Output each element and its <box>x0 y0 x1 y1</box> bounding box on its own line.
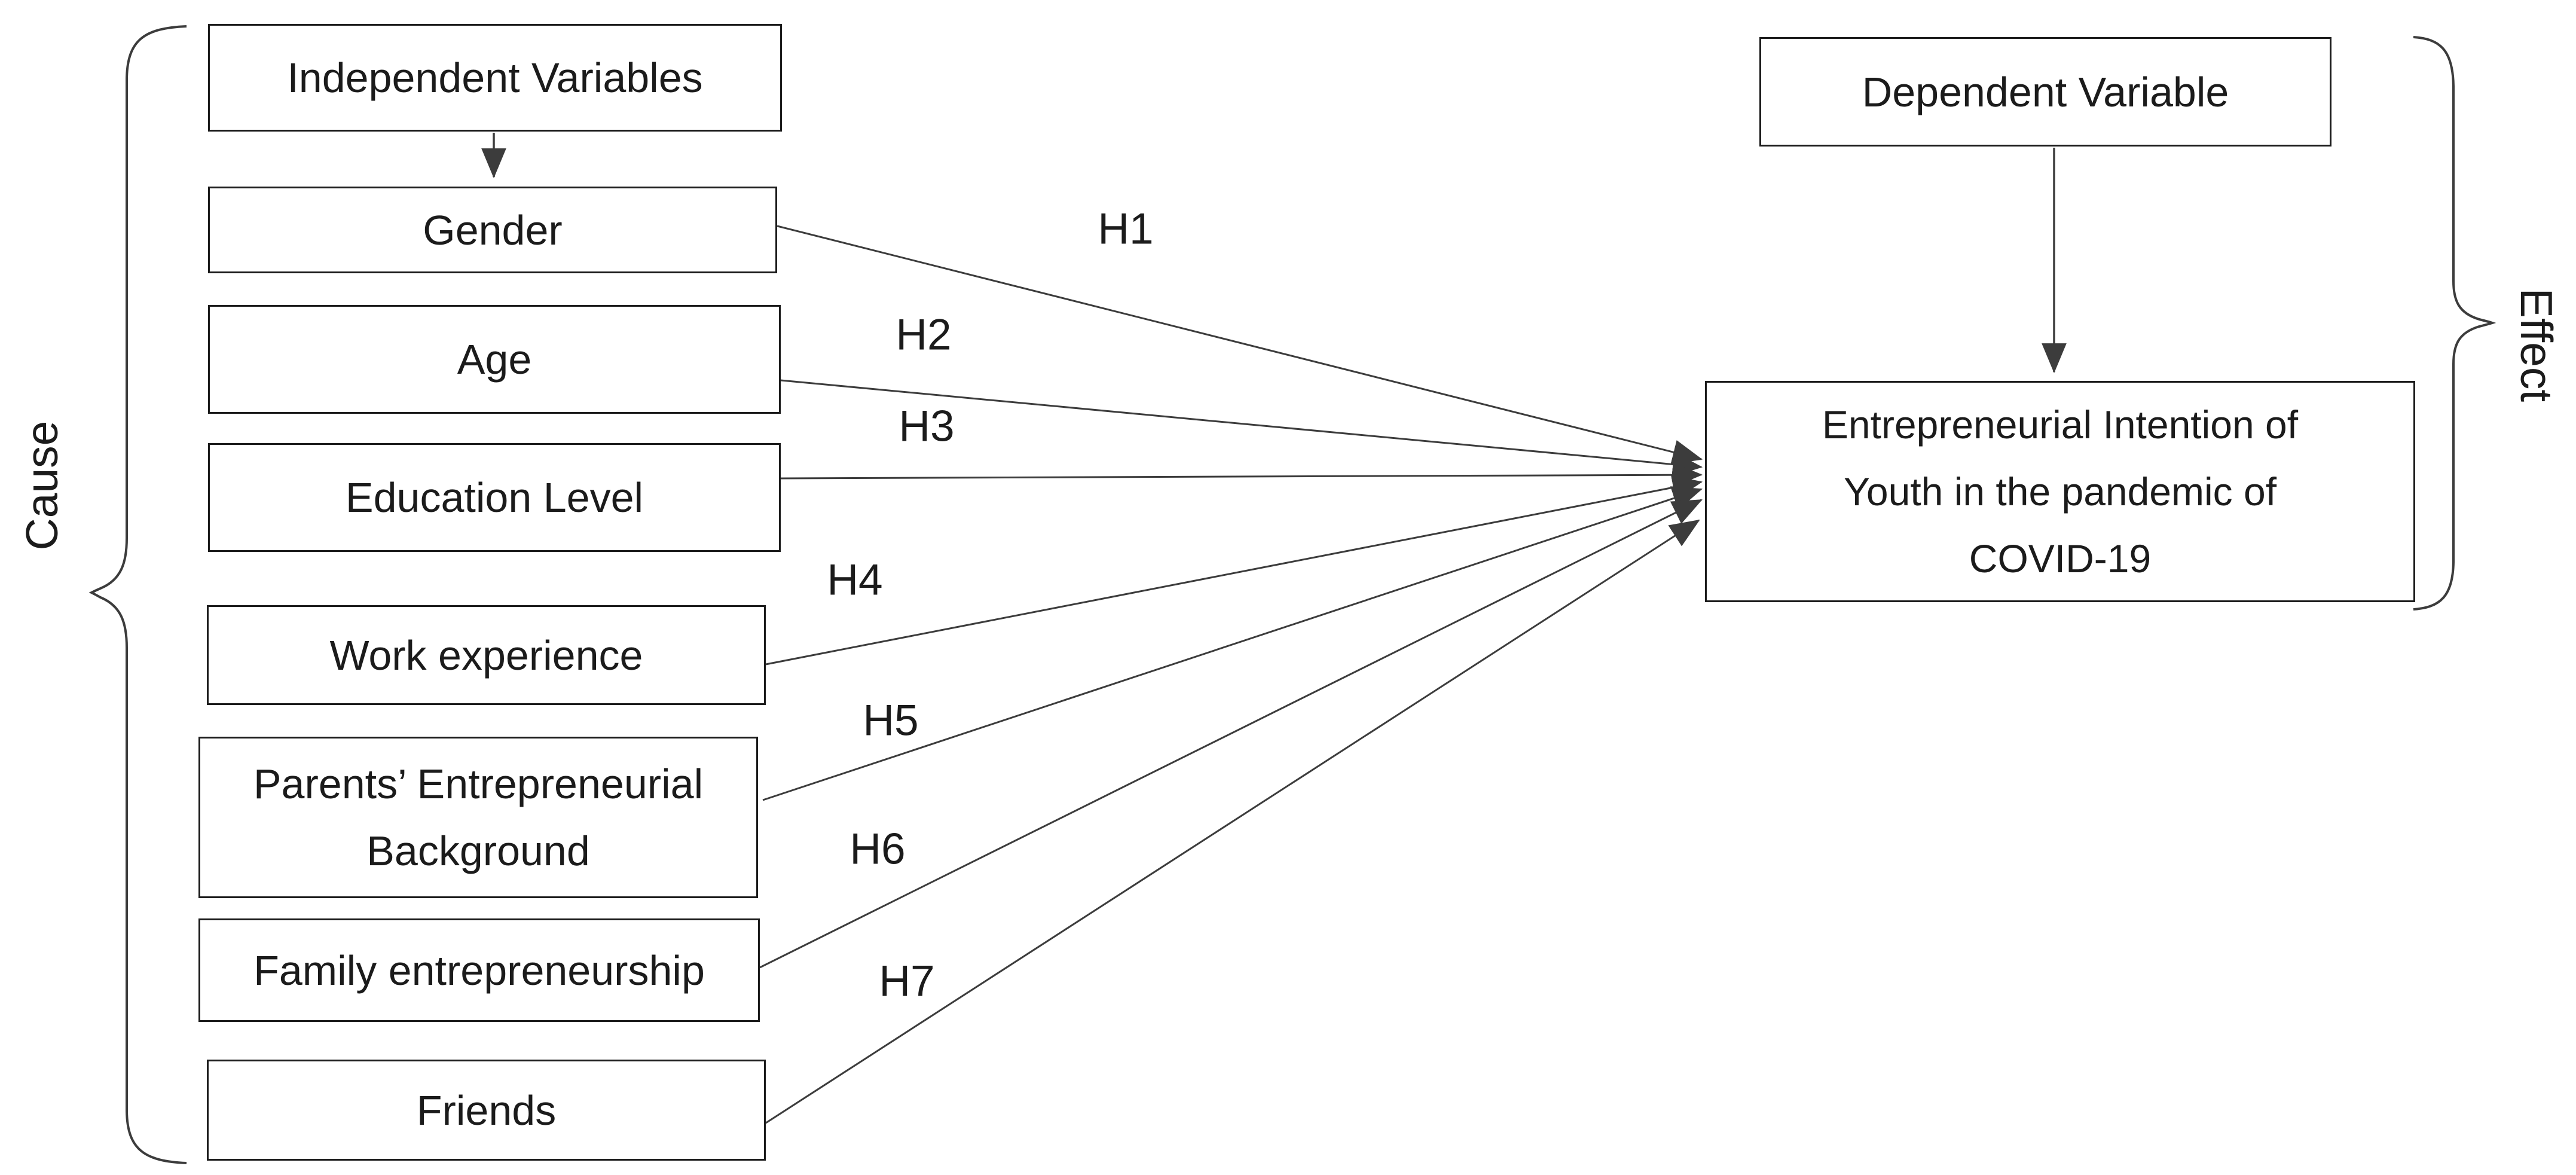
h5-arrow <box>762 486 1703 801</box>
h7-arrow <box>765 519 1700 1124</box>
h2-arrow <box>780 379 1703 477</box>
independent-variables-header-box: Independent Variables <box>208 24 782 132</box>
hypothesis-label-h2: H2 <box>896 310 952 359</box>
cause-brace <box>88 25 187 1164</box>
hypothesis-label-h7: H7 <box>879 957 935 1006</box>
hypothesis-label-h3: H3 <box>899 402 955 451</box>
effect-group-label: Effect <box>2511 288 2562 402</box>
variable-box-friends: Friends <box>207 1060 766 1161</box>
hypothesis-label-h6: H6 <box>850 825 906 874</box>
h6-arrow <box>759 499 1703 969</box>
cause-group-label: Cause <box>17 420 67 551</box>
variable-box-parents-entrepreneurial-background: Parents’ Entrepreneurial Background <box>198 737 758 898</box>
outcome-line-1: Entrepreneurial Intention of <box>1822 402 2299 447</box>
dependent-variable-header-box: Dependent Variable <box>1759 37 2331 147</box>
h1-arrow <box>777 225 1703 465</box>
outcome-box-entrepreneurial-intention: Entrepreneurial Intention of Youth in th… <box>1705 381 2415 602</box>
outcome-line-2: Youth in the pandemic of <box>1843 469 2277 514</box>
outcome-line-3: COVID-19 <box>1969 536 2152 581</box>
variable-box-family-entrepreneurship: Family entrepreneurship <box>198 918 760 1022</box>
effect-brace <box>2413 36 2496 611</box>
variable-box-gender: Gender <box>208 187 777 273</box>
h4-arrow <box>765 475 1703 666</box>
variable-box-work-experience: Work experience <box>207 605 766 705</box>
hypothesis-label-h5: H5 <box>863 696 919 745</box>
h3-arrow <box>780 462 1703 488</box>
variable-box-age: Age <box>208 305 781 414</box>
hypothesis-label-h4: H4 <box>827 556 883 605</box>
hypothesis-label-h1: H1 <box>1098 205 1154 254</box>
variable-box-education-level: Education Level <box>208 443 781 552</box>
